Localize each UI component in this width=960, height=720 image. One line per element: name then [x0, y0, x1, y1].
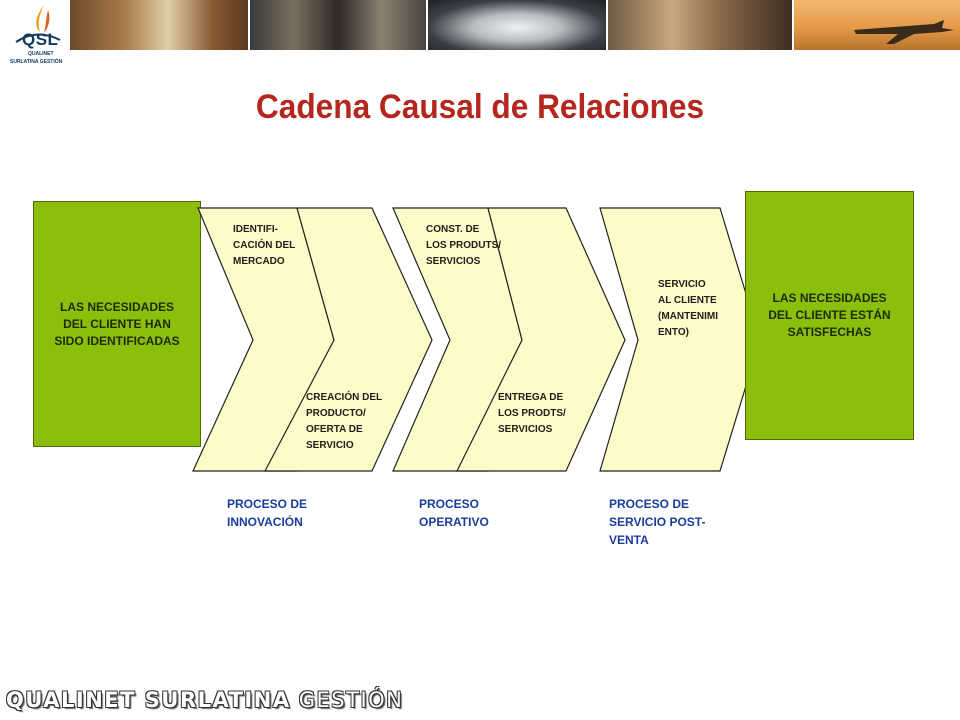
step-label-market-identification: IDENTIFI- CACIÓN DEL MERCADO [233, 224, 296, 267]
header-banner: QSL QUALINET SURLATINA GESTIÓN [0, 0, 960, 68]
needs-satisfied-box: LAS NECESIDADES DEL CLIENTE ESTÁN SATISF… [745, 191, 914, 440]
chevron-product-creation [264, 207, 433, 472]
footer-brand: QUALINET SURLATINA GESTIÓN [6, 688, 403, 712]
step-label-product-creation: CREACIÓN DEL PRODUCTO/ OFERTA DE SERVICI… [306, 392, 383, 451]
flame-icon [15, 5, 61, 43]
airplane-icon [854, 20, 954, 44]
step-label-customer-service: SERVICIO AL CLIENTE (MANTENIMI ENTO) [658, 279, 718, 338]
step-label-product-delivery: ENTREGA DE LOS PRODTS/ SERVICIOS [498, 392, 566, 435]
qsl-logo: QSL QUALINET SURLATINA GESTIÓN [4, 2, 70, 66]
footer-brand-light: GESTIÓN [290, 688, 404, 712]
footer-brand-bold: QUALINET SURLATINA [6, 688, 291, 712]
logo-line-2: SURLATINA GESTIÓN [10, 59, 63, 65]
banner-photo-jet [428, 0, 606, 50]
needs-identified-box: LAS NECESIDADES DEL CLIENTE HAN SIDO IDE… [33, 201, 201, 447]
banner-photo-meeting [608, 0, 792, 50]
needs-identified-text: LAS NECESIDADES DEL CLIENTE HAN SIDO IDE… [54, 299, 180, 348]
banner-photo-crowd [250, 0, 426, 50]
page-title: Cadena Causal de Relaciones [255, 88, 705, 126]
banner-photo-airplane [794, 0, 960, 50]
logo-line-1: QUALINET [28, 51, 54, 57]
process-label-post-sale: PROCESO DE SERVICIO POST- VENTA [609, 497, 706, 547]
logo-qsl-text: QSL [22, 30, 59, 49]
chevron-product-delivery [456, 207, 626, 472]
process-label-operational: PROCESO OPERATIVO [419, 497, 489, 529]
chevron-customer-service [599, 207, 761, 472]
banner-photo-presenter [70, 0, 248, 50]
process-label-innovation: PROCESO DE INNOVACIÓN [227, 497, 308, 529]
step-label-product-construction: CONST. DE LOS PRODUTS/ SERVICIOS [426, 224, 502, 267]
needs-satisfied-text: LAS NECESIDADES DEL CLIENTE ESTÁN SATISF… [768, 291, 891, 339]
